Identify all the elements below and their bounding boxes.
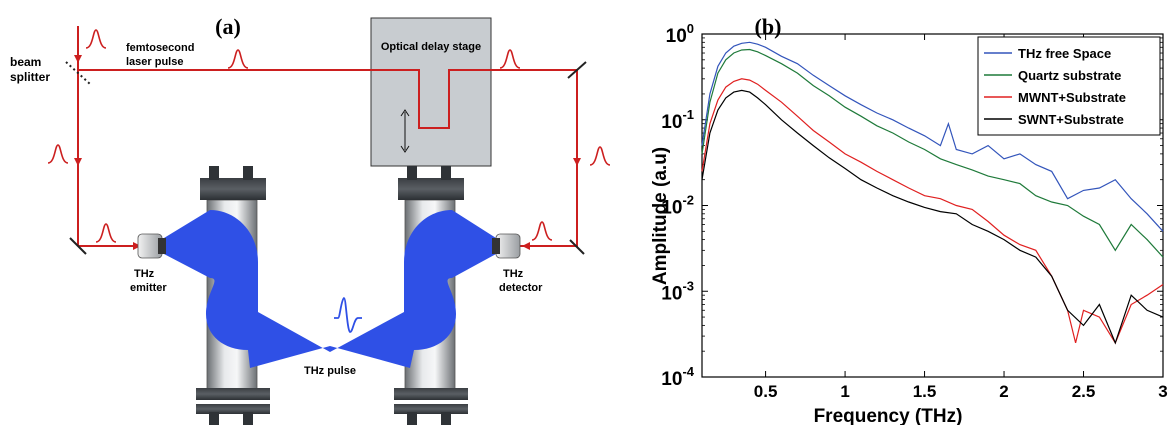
thz-detector-label-2: detector <box>499 282 543 294</box>
thz-pulse-label: THz pulse <box>304 365 356 377</box>
y-axis-title: Amplitude (a.u) <box>650 147 671 285</box>
x-tick-label: 2 <box>999 382 1008 401</box>
thz-emitter <box>137 233 166 259</box>
laser-pulse-label-1: femtosecond <box>126 42 194 54</box>
y-tick-label: 10-4 <box>661 364 694 390</box>
setup-diagram-panel: (a) beam splitter femtosecond laser puls… <box>10 14 611 425</box>
series-line <box>701 89 1164 345</box>
legend-label: MWNT+Substrate <box>1018 90 1126 105</box>
x-tick-label: 1 <box>840 382 849 401</box>
delay-stage-arrowheads <box>400 109 410 153</box>
panel-b-label: (b) <box>755 14 782 39</box>
y-tick-label: 100 <box>666 21 694 47</box>
laser-pulse-icons <box>47 29 611 243</box>
spectrum-chart: (b) 100 10-1 10-2 10-3 10-4 0.5 1 1.5 2 2.5 3 THz f… <box>650 14 1168 427</box>
x-tick-label: 3 <box>1158 382 1167 401</box>
spectrum-chart-panel: (b) 100 10-1 10-2 10-3 10-4 0.5 1 1.5 2 2.5 3 THz f… <box>610 0 1172 427</box>
laser-pulse-label-2: laser pulse <box>126 56 183 68</box>
x-tick-label: 0.5 <box>754 382 778 401</box>
mirrors <box>69 61 587 255</box>
legend-label: SWNT+Substrate <box>1018 112 1124 127</box>
y-tick-label: 10-3 <box>661 278 694 304</box>
laser-arrowheads <box>74 55 581 250</box>
delay-stage-label: Optical delay stage <box>381 41 481 53</box>
thz-emitter-label-1: THz <box>134 268 155 280</box>
beam-splitter-label-1: beam <box>10 55 41 69</box>
delay-stage-box <box>370 17 492 167</box>
legend-label: THz free Space <box>1018 46 1111 61</box>
series-line <box>701 41 1164 232</box>
x-tick-label: 1.5 <box>913 382 937 401</box>
setup-diagram: (a) beam splitter femtosecond laser puls… <box>10 14 611 425</box>
series-line <box>701 48 1164 258</box>
legend-label: Quartz substrate <box>1018 68 1121 83</box>
thz-emitter-label-2: emitter <box>130 282 167 294</box>
thz-beam <box>164 210 496 368</box>
x-tick-label: 2.5 <box>1072 382 1096 401</box>
thz-detector <box>492 233 521 259</box>
y-tick-label: 10-2 <box>661 193 694 219</box>
x-axis-title: Frequency (THz) <box>814 406 963 425</box>
series-line <box>701 78 1164 345</box>
panel-a-label: (a) <box>215 14 241 39</box>
thz-detector-label-1: THz <box>503 268 524 280</box>
thz-pulse-icon <box>334 297 362 333</box>
beam-splitter <box>65 61 91 85</box>
plot-area: 100 10-1 10-2 10-3 10-4 0.5 1 1.5 2 2.5 3 THz free … <box>661 21 1167 401</box>
y-tick-label: 10-1 <box>661 107 694 133</box>
beam-splitter-label-2: splitter <box>10 70 50 84</box>
